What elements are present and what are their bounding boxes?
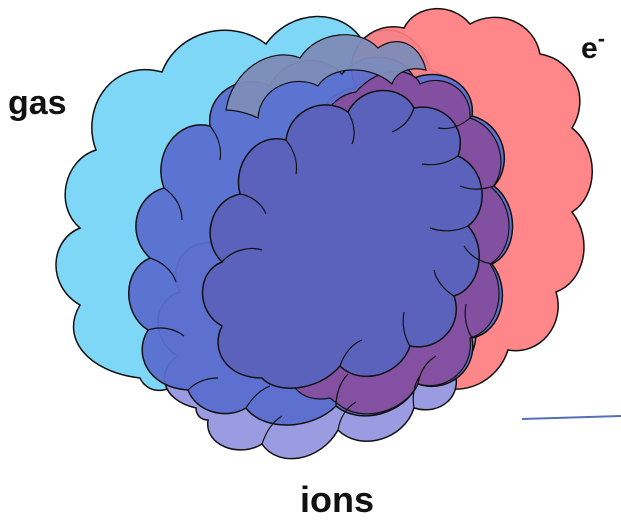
electrons-label-base: e	[581, 32, 598, 65]
connector-line	[521, 415, 621, 420]
electrons-label: e-	[581, 26, 605, 65]
gas-label: gas	[8, 84, 67, 122]
cloud-texture-arcs	[147, 107, 495, 445]
top-overlap	[225, 34, 427, 119]
electrons-label-superscript: -	[598, 26, 605, 51]
ions-label: ions	[300, 479, 374, 520]
